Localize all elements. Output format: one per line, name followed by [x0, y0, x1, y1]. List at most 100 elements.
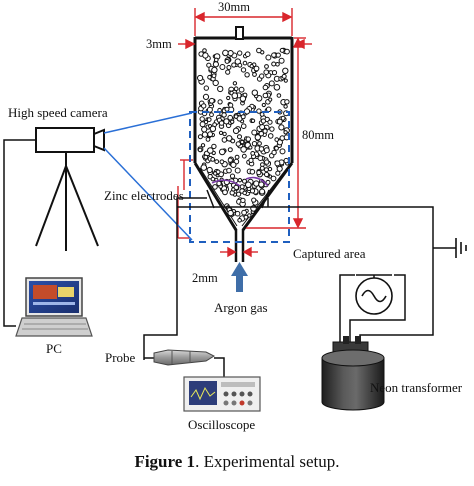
particle [237, 134, 242, 140]
particle [271, 70, 278, 76]
particle [221, 112, 227, 118]
oscilloscope-icon [183, 376, 261, 412]
particle [211, 143, 217, 150]
particle [251, 141, 258, 147]
particle [257, 141, 262, 146]
particle [258, 131, 264, 137]
particle [251, 197, 257, 203]
particle [269, 126, 275, 132]
label-2mm: 2mm [192, 271, 218, 285]
particle [214, 159, 220, 165]
particle [210, 176, 216, 182]
particle [209, 125, 217, 133]
particle [242, 178, 247, 184]
particle [235, 141, 242, 147]
probe-icon [144, 349, 216, 366]
particle [284, 99, 290, 105]
label-captured-area: Captured area [293, 246, 366, 261]
particle [243, 214, 249, 220]
particle [219, 159, 225, 165]
captured-area-box [189, 111, 290, 243]
particle [274, 160, 281, 167]
particle [227, 50, 234, 57]
particle [262, 92, 269, 99]
particle [275, 170, 281, 176]
camera-pc-cable [3, 139, 36, 327]
particle [226, 95, 231, 101]
particle [197, 134, 203, 140]
particle [237, 178, 243, 183]
particle [224, 58, 230, 64]
particle [249, 64, 254, 69]
particle [244, 51, 251, 58]
discharge-arcs [211, 176, 269, 187]
particle [207, 147, 214, 154]
particle [218, 148, 226, 156]
particle [259, 188, 266, 195]
particle [264, 171, 270, 178]
reactor-vessel [193, 26, 294, 262]
particle [284, 48, 290, 55]
particle [234, 167, 241, 174]
particle [199, 121, 206, 128]
particle [217, 85, 224, 93]
particle [208, 97, 215, 104]
particle [234, 154, 240, 160]
particle [230, 161, 237, 168]
particle [227, 147, 233, 153]
label-30mm: 30mm [218, 0, 250, 14]
particle [262, 128, 268, 134]
particle [283, 104, 288, 109]
particle [265, 54, 272, 61]
particle [214, 57, 219, 63]
particle [278, 124, 285, 131]
particle [237, 218, 242, 223]
figure-caption-label: Figure 1 [134, 452, 196, 471]
particle [240, 139, 245, 145]
particle [275, 62, 280, 67]
particle [250, 118, 256, 124]
particle [205, 137, 211, 142]
particle [201, 126, 208, 133]
particle [267, 133, 274, 139]
transformer-icon [321, 336, 385, 411]
particle [224, 106, 230, 112]
dimension-30mm [194, 8, 293, 36]
particle [256, 47, 262, 54]
particle [240, 123, 247, 129]
particle [264, 159, 270, 165]
particle [202, 93, 210, 101]
particle [261, 102, 266, 108]
particle [232, 81, 238, 86]
particle [271, 149, 277, 156]
particle [233, 86, 239, 91]
particle [217, 99, 223, 105]
particle [248, 157, 254, 163]
label-zinc-electrodes: Zinc electrodes [104, 188, 184, 203]
particle [268, 80, 275, 87]
particle [283, 157, 289, 164]
particle [222, 131, 227, 137]
particle [251, 89, 259, 96]
particle [245, 181, 252, 189]
particle [211, 66, 218, 74]
particle [270, 175, 277, 182]
particle [245, 136, 252, 142]
particle [259, 112, 265, 117]
particle [263, 167, 269, 173]
particle [216, 180, 222, 187]
particle [265, 179, 271, 185]
particle [279, 148, 286, 155]
particle [275, 52, 281, 58]
particle [203, 85, 210, 91]
particle [227, 114, 233, 121]
particle [271, 52, 277, 58]
particle [240, 67, 247, 73]
particle [263, 69, 270, 75]
particle [279, 47, 285, 53]
particle-bed [197, 47, 290, 223]
particle [263, 147, 270, 154]
particle [271, 61, 277, 67]
particle [249, 169, 256, 175]
